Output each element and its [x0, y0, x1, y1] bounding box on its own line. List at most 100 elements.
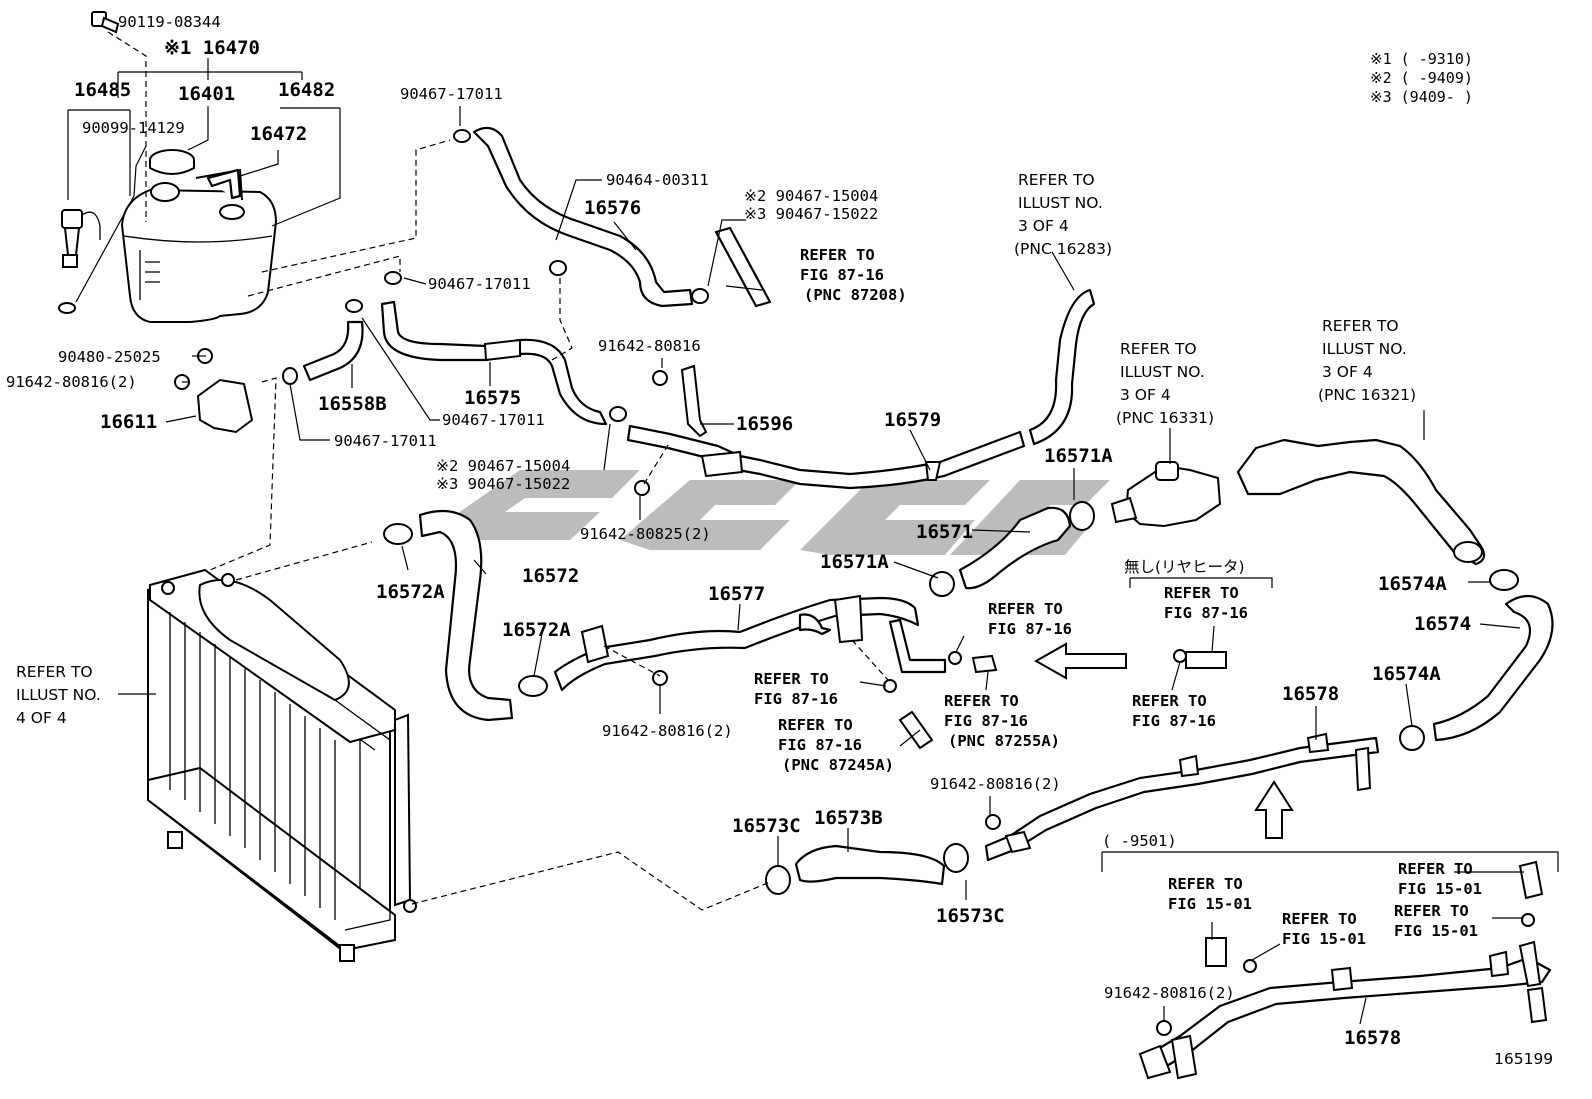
gasket-90099 [58, 302, 76, 314]
ref-fig87-16-top: REFER TO FIG 87-16 (PNC 87208) [800, 246, 907, 304]
label-16470: ※1 16470 [164, 37, 260, 59]
bracket-16611 [196, 378, 254, 434]
hose-16579 [626, 424, 1026, 490]
arrow-left [1033, 642, 1127, 680]
pipe-16577-bracket [833, 594, 864, 644]
hose-16579-clip [924, 461, 942, 481]
bolt-90119-08344 [91, 11, 120, 34]
refer-to-notes: REFER TO FIG 87-16 (PNC 87208) REFER TO … [16, 171, 1482, 948]
label-16578-top: 16578 [1282, 683, 1339, 705]
pipe-16578-low-end [1138, 1044, 1172, 1080]
label-90480-25025: 90480-25025 [58, 348, 161, 366]
arrow-up [1254, 780, 1294, 839]
label-16482: 16482 [278, 79, 335, 101]
footnote-3: ※3 (9409- ) [1370, 88, 1473, 106]
hose-16576 [472, 126, 694, 308]
radiator-cap-16401 [149, 149, 195, 175]
label-90467-15004-mid: ※2 90467-15004 [436, 457, 570, 475]
label-16578-low: 16578 [1344, 1027, 1401, 1049]
label-90467-17011-d: 90467-17011 [334, 432, 437, 450]
bolts [174, 348, 1172, 1036]
label-16572: 16572 [522, 565, 579, 587]
label-16596: 16596 [736, 413, 793, 435]
stub-hose-c [898, 710, 934, 750]
label-16571A-mid: 16571A [820, 551, 889, 573]
pipe-16577-branch [798, 613, 832, 636]
pipe-16578-low-clip [1488, 950, 1510, 978]
label-16577: 16577 [708, 583, 765, 605]
water-outlet-16331 [1110, 461, 1222, 528]
label-90467-15022-mid: ※3 90467-15022 [436, 475, 570, 493]
part-number-labels: 90119-08344 ※1 16470 16485 16401 16482 9… [6, 13, 1553, 1068]
pipe-16578-mount [1004, 830, 1032, 854]
label-16574: 16574 [1414, 613, 1471, 635]
radiator [147, 568, 417, 962]
label-16576: 16576 [584, 197, 641, 219]
label-90467-15022-top: ※3 90467-15022 [744, 205, 878, 223]
label-91642-80816-b: 91642-80816 [598, 337, 701, 355]
pipe-16321-end [1453, 541, 1483, 563]
label-16558B: 16558B [318, 393, 387, 415]
pipe-16321 [1236, 438, 1486, 566]
label-90467-17011-b: 90467-17011 [428, 275, 531, 293]
label-16572A-low: 16572A [502, 619, 571, 641]
label-90467-17011-a: 90467-17011 [400, 85, 503, 103]
label-no-rear-heater: 無し(リヤヒータ) [1124, 558, 1245, 576]
hose-16575-sleeve [483, 338, 521, 362]
bracket-16596 [680, 364, 708, 438]
ref-illust-4of4: REFER TO ILLUST NO. 4 OF 4 [16, 663, 106, 727]
ref-fig15-01-d: REFER TO FIG 15-01 [1394, 902, 1478, 940]
pipe-16578-low-mount-b [1518, 940, 1542, 988]
label-16472: 16472 [250, 123, 307, 145]
stub-hose-a [971, 654, 998, 674]
label-91642-80816-d: 91642-80816(2) [930, 775, 1061, 793]
hose-16579-riser [1028, 288, 1096, 446]
level-sensor-16485 [61, 209, 101, 268]
hose-16572 [418, 509, 514, 722]
ref-fig87-16-a: REFER TO FIG 87-16 [988, 600, 1072, 638]
pipe-16578 [984, 736, 1380, 862]
ref-illust-16283: REFER TO ILLUST NO. 3 OF 4 (PNC 16283) [1014, 171, 1112, 258]
label-91642-80816-c: 91642-80816(2) [602, 722, 733, 740]
label-range-9501: ( -9501) [1102, 832, 1177, 850]
label-90119-08344: 90119-08344 [118, 13, 221, 31]
hose-16575 [380, 300, 608, 426]
bracket-16577-left [580, 624, 610, 664]
label-90099-14129: 90099-14129 [82, 119, 185, 137]
footnote-2: ※2 ( -9409) [1370, 69, 1473, 87]
label-16485: 16485 [74, 79, 131, 101]
pipe-16578-low-bracket [1330, 966, 1354, 992]
label-90467-15004-top: ※2 90467-15004 [744, 187, 878, 205]
pipe-16578-bracket-a [1178, 754, 1200, 778]
label-16572A-top: 16572A [376, 581, 445, 603]
ref-fig87-16-c: REFER TO FIG 87-16 [754, 670, 838, 708]
label-16574A-low: 16574A [1372, 663, 1441, 685]
pipe-16578-hanger [1354, 746, 1372, 792]
label-16611: 16611 [100, 411, 157, 433]
label-16574A-top: 16574A [1378, 573, 1447, 595]
ref-fig15-01-a: REFER TO FIG 15-01 [1168, 875, 1252, 913]
ref-fig15-01-c: REFER TO FIG 15-01 [1398, 860, 1482, 898]
label-91642-80816-a: 91642-80816(2) [6, 373, 137, 391]
label-16579: 16579 [884, 409, 941, 431]
label-16573C-left: 16573C [732, 815, 801, 837]
ref-fig87-16-b: REFER TO FIG 87-16 [1164, 584, 1248, 622]
hose-16571 [958, 506, 1072, 590]
footnote-1: ※1 ( -9310) [1370, 50, 1473, 68]
ref-fig87-16-d: REFER TO FIG 87-16 (PNC 87245A) [778, 716, 894, 774]
stub-hose-b [1185, 651, 1227, 669]
label-diagram-id: 165199 [1494, 1050, 1553, 1068]
ref-fig15-01-b: REFER TO FIG 15-01 [1282, 910, 1366, 948]
footnotes: ※1 ( -9310) ※2 ( -9409) ※3 (9409- ) [1370, 50, 1473, 106]
reservoir-tank [120, 168, 278, 323]
label-16571A-top: 16571A [1044, 445, 1113, 467]
pipe-16577 [553, 596, 920, 692]
hose-16576-stub-pipe [725, 285, 763, 291]
label-16573C-right: 16573C [936, 905, 1005, 927]
label-90467-17011-c: 90467-17011 [442, 411, 545, 429]
hose-16576-stub [714, 226, 772, 308]
label-91642-80825: 91642-80825(2) [580, 525, 711, 543]
ref-illust-16331: REFER TO ILLUST NO. 3 OF 4 (PNC 16331) [1116, 340, 1214, 427]
ref-fig87-16-f: REFER TO FIG 87-16 [1132, 692, 1216, 730]
label-16575: 16575 [464, 387, 521, 409]
